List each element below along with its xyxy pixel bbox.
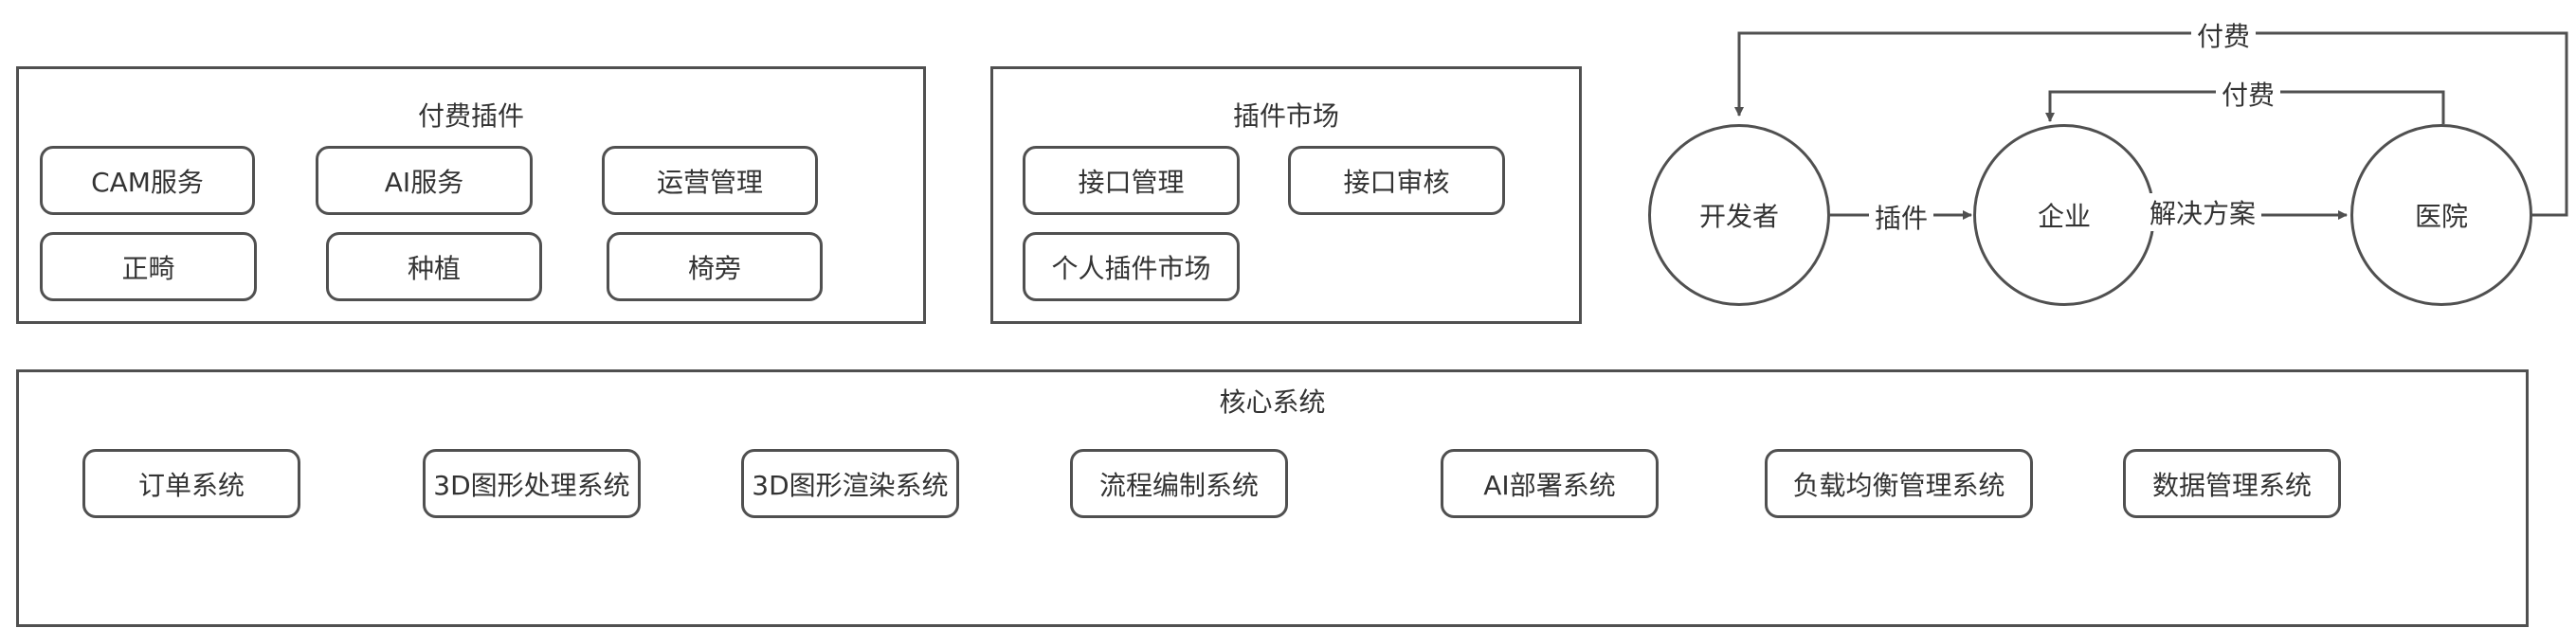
plugin-orthodontics: 正畸 <box>40 232 257 301</box>
core-data-management-system: 数据管理系统 <box>2123 449 2341 518</box>
core-order-system: 订单系统 <box>82 449 300 518</box>
edge-hospital-to-developer <box>1734 31 2568 217</box>
plugin-ai-service: AI服务 <box>316 146 533 215</box>
plugin-market-title: 插件市场 <box>1232 100 1339 132</box>
plugin-operations-management: 运营管理 <box>602 146 818 215</box>
plugin-implant: 种植 <box>326 232 542 301</box>
paid-plugins-title: 付费插件 <box>417 100 524 132</box>
core-workflow-system: 流程编制系统 <box>1070 449 1288 518</box>
node-enterprise: 企业 <box>1973 124 2155 306</box>
market-personal-plugin-market: 个人插件市场 <box>1023 232 1240 301</box>
plugin-cam-service: CAM服务 <box>40 146 255 215</box>
core-3d-processing-system: 3D图形处理系统 <box>423 449 641 518</box>
market-api-management: 接口管理 <box>1023 146 1240 215</box>
core-load-balancing-system: 负载均衡管理系统 <box>1765 449 2033 518</box>
core-3d-rendering-system: 3D图形渲染系统 <box>741 449 959 518</box>
core-ai-deployment-system: AI部署系统 <box>1441 449 1659 518</box>
edge-label-payment-outer: 付费 <box>2191 16 2257 54</box>
node-developer: 开发者 <box>1648 124 1830 306</box>
market-api-review: 接口审核 <box>1288 146 1505 215</box>
plugin-chairside: 椅旁 <box>607 232 823 301</box>
core-system-title: 核心系统 <box>1219 386 1326 418</box>
edge-label-solution: 解决方案 <box>2144 193 2262 231</box>
edge-label-plugin: 插件 <box>1869 198 1934 236</box>
node-hospital: 医院 <box>2350 124 2532 306</box>
edge-label-payment-inner: 付费 <box>2216 75 2281 113</box>
